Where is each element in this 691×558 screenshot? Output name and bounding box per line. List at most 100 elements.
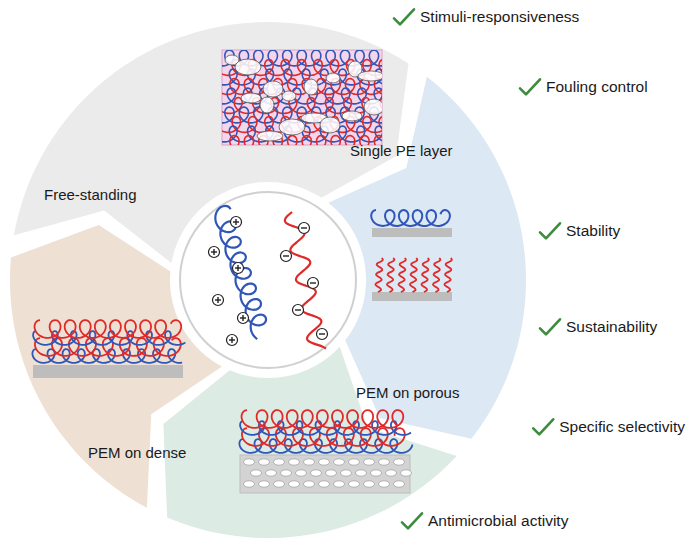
free-standing-film bbox=[210, 50, 402, 151]
pore bbox=[341, 470, 352, 476]
dense-substrate bbox=[372, 228, 452, 237]
pore bbox=[279, 119, 305, 135]
cycle-arrows bbox=[10, 22, 526, 538]
polymer-chain bbox=[35, 320, 182, 338]
pore bbox=[379, 459, 390, 465]
cycle-stage: Free-standing bbox=[40, 184, 141, 206]
stage-label: Single PE layer bbox=[350, 142, 453, 160]
pore bbox=[334, 459, 345, 465]
pore bbox=[266, 470, 277, 476]
single-layer-brush bbox=[372, 258, 452, 301]
pore bbox=[394, 481, 405, 487]
benefit-label: Stimuli-responsiveness bbox=[420, 8, 579, 27]
polymer-chain bbox=[222, 88, 382, 104]
pore bbox=[274, 459, 285, 465]
benefit-label: Stability bbox=[566, 222, 620, 241]
pore bbox=[394, 459, 405, 465]
pore bbox=[319, 481, 330, 487]
polymer-chain bbox=[422, 258, 429, 292]
pore bbox=[358, 71, 382, 81]
check-mark bbox=[394, 9, 414, 24]
positive-charge bbox=[238, 313, 249, 324]
pem-on-dense bbox=[32, 320, 185, 378]
positive-charge bbox=[233, 263, 244, 274]
porous-substrate bbox=[240, 455, 410, 493]
pore bbox=[289, 481, 300, 487]
pore bbox=[274, 481, 285, 487]
pore bbox=[364, 481, 375, 487]
pore bbox=[281, 470, 292, 476]
check-mark bbox=[540, 319, 560, 334]
pore bbox=[282, 91, 296, 101]
polymer-chain bbox=[433, 258, 440, 292]
polymer-chain bbox=[399, 258, 406, 292]
pore bbox=[263, 81, 283, 97]
pem-on-porous bbox=[239, 410, 412, 493]
polymer-chain bbox=[410, 258, 417, 292]
polymer-chain bbox=[376, 258, 383, 292]
pore bbox=[334, 481, 345, 487]
cycle-stage: PEM on porous bbox=[352, 382, 463, 404]
cycle-stage: PEM on dense bbox=[84, 442, 190, 464]
stage-label: PEM on porous bbox=[356, 384, 459, 402]
pore bbox=[251, 470, 262, 476]
pore bbox=[371, 470, 382, 476]
pore bbox=[259, 459, 270, 465]
cycle-stage: Single PE layer bbox=[346, 140, 457, 162]
checkmarks bbox=[394, 9, 560, 528]
stage-label: PEM on dense bbox=[88, 444, 186, 462]
dense-substrate bbox=[372, 292, 452, 301]
pore bbox=[401, 470, 412, 476]
pore bbox=[320, 117, 340, 133]
check-mark bbox=[520, 79, 540, 94]
check-mark bbox=[540, 223, 560, 238]
pore bbox=[260, 97, 274, 113]
negative-charge bbox=[317, 329, 328, 340]
pore bbox=[304, 459, 315, 465]
polycation-chain bbox=[212, 204, 271, 340]
pore bbox=[311, 470, 322, 476]
check-mark bbox=[533, 419, 553, 434]
pore bbox=[349, 481, 360, 487]
polyelectrolyte-pair bbox=[209, 204, 328, 348]
pore bbox=[364, 459, 375, 465]
center-circle bbox=[180, 192, 356, 368]
single-layer-loops bbox=[371, 210, 452, 237]
pore bbox=[349, 459, 360, 465]
pore bbox=[319, 459, 330, 465]
benefit-label: Fouling control bbox=[546, 78, 648, 97]
polymer-chain bbox=[285, 212, 326, 348]
polymer-chain bbox=[371, 210, 450, 226]
pore bbox=[244, 459, 255, 465]
positive-charge bbox=[231, 217, 242, 228]
pore bbox=[326, 73, 340, 83]
pore bbox=[304, 481, 315, 487]
negative-charge bbox=[281, 251, 292, 262]
pore bbox=[364, 99, 382, 115]
positive-charge bbox=[227, 335, 238, 346]
polymer-chain bbox=[387, 258, 394, 292]
pore bbox=[257, 131, 283, 141]
benefit-label: Antimicrobial activity bbox=[428, 512, 568, 531]
pore bbox=[289, 459, 300, 465]
negative-charge bbox=[308, 278, 319, 289]
pore bbox=[356, 470, 367, 476]
benefit-label: Specific selectivity bbox=[559, 418, 685, 437]
polymer-chain bbox=[35, 338, 181, 356]
dense-substrate bbox=[33, 365, 183, 378]
check-mark bbox=[402, 513, 422, 528]
negative-charge bbox=[293, 305, 304, 316]
polymer-chain bbox=[445, 258, 452, 292]
pore bbox=[241, 93, 261, 103]
stage-label: Free-standing bbox=[44, 186, 137, 204]
pore bbox=[379, 481, 390, 487]
pore bbox=[259, 481, 270, 487]
negative-charge bbox=[299, 223, 310, 234]
pore bbox=[244, 481, 255, 487]
polymer-chain bbox=[242, 428, 405, 446]
polymer-chain bbox=[242, 410, 404, 428]
benefit-label: Sustainability bbox=[566, 318, 657, 337]
positive-charge bbox=[213, 295, 224, 306]
pore bbox=[296, 470, 307, 476]
